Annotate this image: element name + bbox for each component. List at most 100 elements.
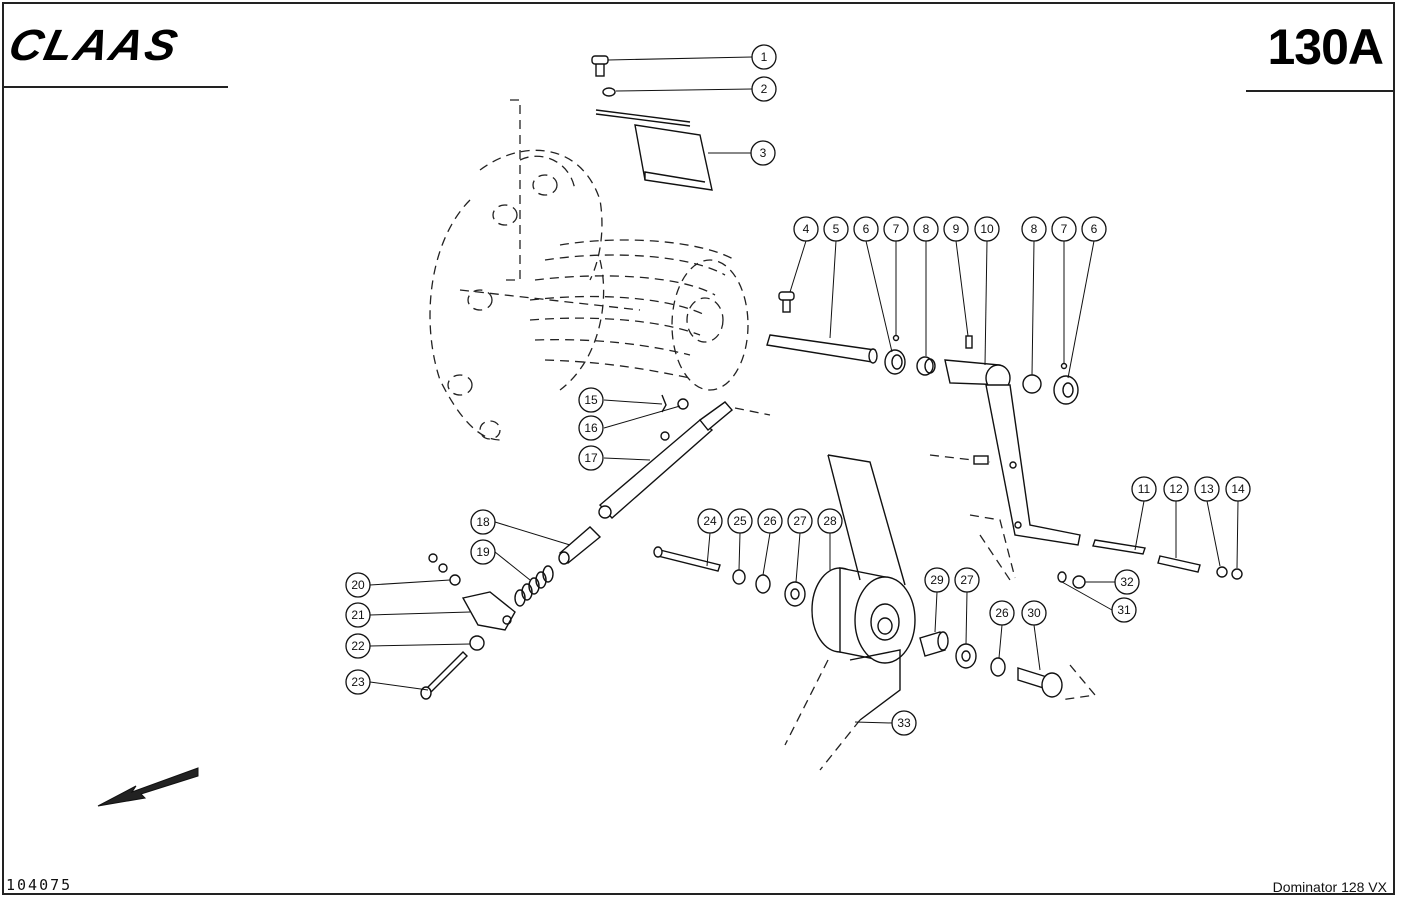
- callout-22: 22: [345, 633, 371, 659]
- part-circlip-26-left: [755, 574, 771, 594]
- svg-text:32: 32: [1120, 575, 1134, 589]
- svg-text:16: 16: [584, 421, 598, 435]
- svg-text:21: 21: [351, 608, 365, 622]
- callout-29: 29: [924, 567, 950, 593]
- callout-1: 1: [751, 44, 777, 70]
- part-nut-14: [1231, 568, 1243, 580]
- callout-25: 25: [727, 508, 753, 534]
- callout-18: 18: [470, 509, 496, 535]
- callout-7b: 7: [1051, 216, 1077, 242]
- svg-text:1: 1: [761, 50, 768, 64]
- svg-text:23: 23: [351, 675, 365, 689]
- part-bearing-27-right: [955, 643, 977, 669]
- part-bolt-1: [591, 55, 609, 77]
- part-bolt-24: [653, 546, 721, 572]
- part-tension-rod-17: [598, 401, 771, 519]
- part-guard-plate-3: [595, 109, 713, 191]
- part-spacer-29: [919, 631, 949, 657]
- svg-text:24: 24: [703, 514, 717, 528]
- part-spacer-8-left: [916, 356, 936, 376]
- part-lever-arm-10: [929, 359, 1081, 581]
- svg-text:29: 29: [930, 573, 944, 587]
- svg-text:17: 17: [584, 451, 598, 465]
- page-code: 130A: [1267, 19, 1384, 75]
- callout-17: 17: [578, 445, 604, 471]
- callout-30: 30: [1021, 600, 1047, 626]
- callout-28: 28: [817, 508, 843, 534]
- part-washer-25: [732, 569, 746, 585]
- part-sleeve-18: [558, 526, 602, 565]
- callout-16: 16: [578, 415, 604, 441]
- callout-32: 32: [1114, 569, 1140, 595]
- rotor-drum-outline: [429, 99, 749, 441]
- part-nut-32: [1072, 575, 1086, 589]
- part-belt-33: [784, 454, 906, 771]
- callout-2: 2: [751, 76, 777, 102]
- header-rule-left: [4, 86, 228, 88]
- callout-5: 5: [823, 216, 849, 242]
- model-name: Dominator 128 VX: [1272, 879, 1387, 895]
- part-pin-12: [1157, 555, 1201, 573]
- svg-text:20: 20: [351, 578, 365, 592]
- svg-text:2: 2: [761, 82, 768, 96]
- callout-8b: 8: [1021, 216, 1047, 242]
- part-bearing-27-left: [784, 581, 806, 607]
- callout-21: 21: [345, 602, 371, 628]
- svg-text:13: 13: [1200, 482, 1214, 496]
- callout-7: 7: [883, 216, 909, 242]
- part-washer-2: [602, 87, 616, 97]
- part-cotter-pin-15: [661, 394, 667, 413]
- svg-text:8: 8: [1031, 222, 1038, 236]
- svg-text:6: 6: [863, 222, 870, 236]
- svg-text:27: 27: [960, 573, 974, 587]
- svg-text:10: 10: [980, 222, 994, 236]
- svg-text:3: 3: [760, 146, 767, 160]
- callout-13: 13: [1194, 476, 1220, 502]
- svg-text:26: 26: [763, 514, 777, 528]
- svg-text:25: 25: [733, 514, 747, 528]
- callout-6: 6: [853, 216, 879, 242]
- callout-12: 12: [1163, 476, 1189, 502]
- callout-19: 19: [470, 539, 496, 565]
- callout-23: 23: [345, 669, 371, 695]
- svg-text:28: 28: [823, 514, 837, 528]
- part-pin-11: [1092, 539, 1146, 555]
- callout-26b: 26: [989, 600, 1015, 626]
- svg-text:7: 7: [893, 222, 900, 236]
- part-bushing-6-left: [884, 334, 906, 375]
- callout-4: 4: [793, 216, 819, 242]
- part-bolt-23: [420, 651, 468, 700]
- svg-text:18: 18: [476, 515, 490, 529]
- svg-text:7: 7: [1061, 222, 1068, 236]
- svg-text:27: 27: [793, 514, 807, 528]
- svg-text:5: 5: [833, 222, 840, 236]
- part-bushing-6-right: [1053, 362, 1079, 405]
- header-rule-right: [1246, 90, 1394, 92]
- callout-9: 9: [943, 216, 969, 242]
- callout-24: 24: [697, 508, 723, 534]
- part-shaft-5: [766, 334, 878, 364]
- document-number: 104075: [6, 876, 73, 894]
- part-circlip-26-right: [990, 657, 1006, 677]
- part-nut-washer-20: [428, 553, 461, 586]
- svg-text:6: 6: [1091, 222, 1098, 236]
- part-bolt-30: [1017, 664, 1097, 701]
- callout-27: 27: [787, 508, 813, 534]
- direction-arrow: [97, 767, 199, 807]
- svg-text:4: 4: [803, 222, 810, 236]
- callout-6b: 6: [1081, 216, 1107, 242]
- part-washer-31: [1057, 571, 1067, 583]
- part-washer-13: [1216, 566, 1228, 578]
- callout-10: 10: [974, 216, 1000, 242]
- part-spring-19: [514, 565, 554, 607]
- callout-20: 20: [345, 572, 371, 598]
- part-bracket-21: [461, 591, 516, 631]
- svg-text:12: 12: [1169, 482, 1183, 496]
- callout-33: 33: [891, 710, 917, 736]
- svg-text:11: 11: [1138, 482, 1151, 496]
- part-washer-22: [469, 635, 485, 651]
- leader-lines: [369, 56, 1239, 724]
- part-spacer-8-right: [1022, 374, 1042, 394]
